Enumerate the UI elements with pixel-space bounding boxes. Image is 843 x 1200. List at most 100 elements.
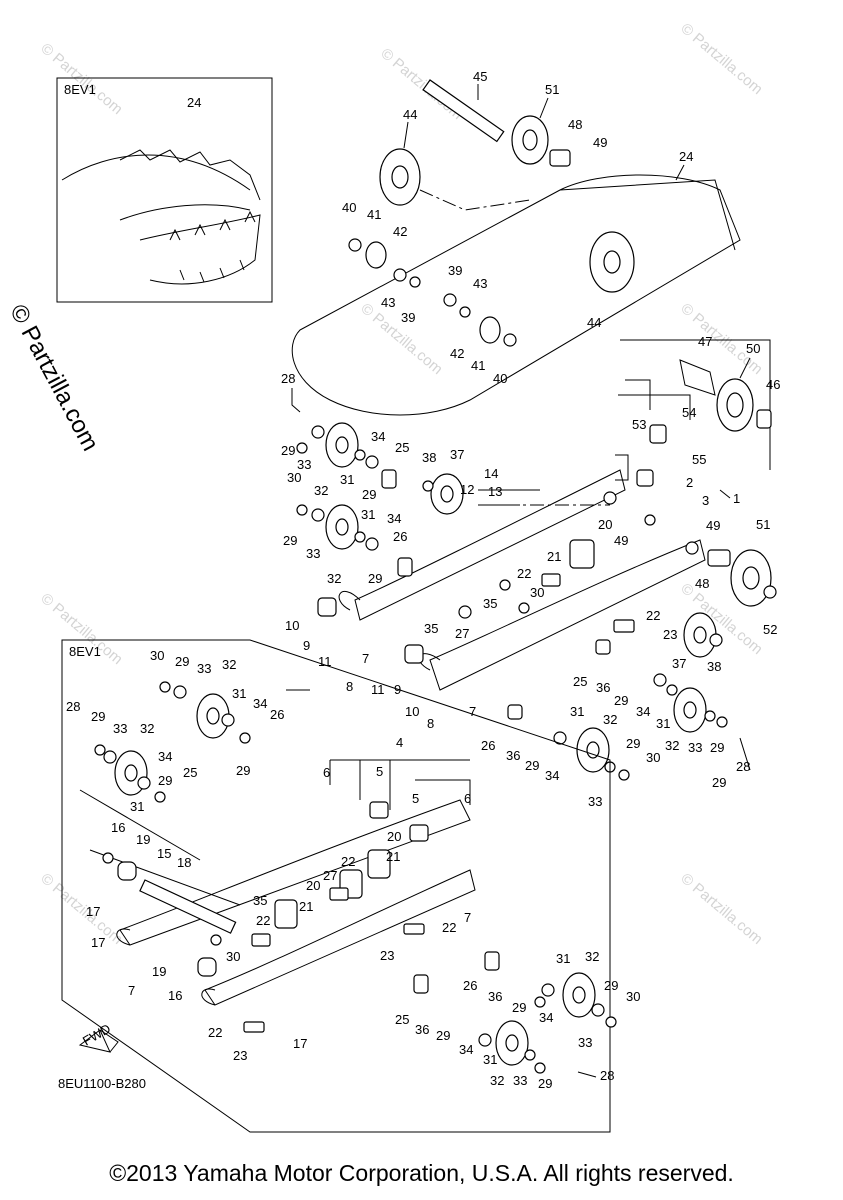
callout: 20 <box>387 829 401 844</box>
callout: 35 <box>253 893 267 908</box>
callout: 22 <box>517 566 531 581</box>
idler-wheels <box>348 79 635 347</box>
callout: 5 <box>376 764 383 779</box>
callout: 7 <box>362 651 369 666</box>
callout: 39 <box>401 310 415 325</box>
callout: 10 <box>405 704 419 719</box>
callout: 33 <box>588 794 602 809</box>
callout: 9 <box>394 682 401 697</box>
callout: 11 <box>371 682 385 697</box>
callout: 40 <box>493 371 507 386</box>
callout: 42 <box>393 224 407 239</box>
callout: 41 <box>471 358 485 373</box>
slide-rails <box>338 469 706 691</box>
callout: 28 <box>600 1068 614 1083</box>
callout: 30 <box>287 470 301 485</box>
callout: 32 <box>140 721 154 736</box>
callout: 30 <box>530 585 544 600</box>
callout: 29 <box>281 443 295 458</box>
callout: 7 <box>464 910 471 925</box>
callout: 21 <box>547 549 561 564</box>
callout: 29 <box>91 709 105 724</box>
callout: 50 <box>746 341 760 356</box>
watermark: © Partzilla.com <box>37 40 125 118</box>
callout: 34 <box>545 768 559 783</box>
callout: 28 <box>281 371 295 386</box>
callout: 30 <box>226 949 240 964</box>
callout: 32 <box>490 1073 504 1088</box>
callout: 30 <box>626 989 640 1004</box>
callout: 51 <box>545 82 559 97</box>
callout: 25 <box>395 440 409 455</box>
callout: 32 <box>603 712 617 727</box>
callout: 32 <box>585 949 599 964</box>
callout: 12 <box>460 482 474 497</box>
callout: 22 <box>341 854 355 869</box>
callout: 29 <box>236 763 250 778</box>
callout-labels: 24 45 51 44 48 49 24 40 41 42 39 43 43 3… <box>66 69 780 1091</box>
callout: 53 <box>632 417 646 432</box>
svg-text:8EV1: 8EV1 <box>64 82 96 97</box>
inset-track-detail: 8EV1 <box>56 77 273 303</box>
callout: 21 <box>386 849 400 864</box>
callout: 43 <box>381 295 395 310</box>
callout: 49 <box>706 518 720 533</box>
svg-text:8EV1: 8EV1 <box>69 644 101 659</box>
callout: 11 <box>318 654 332 669</box>
callout: 19 <box>136 832 150 847</box>
callout: 48 <box>568 117 582 132</box>
callout: 38 <box>422 450 436 465</box>
callout: 31 <box>340 472 354 487</box>
callout: 29 <box>538 1076 552 1091</box>
callout: 24 <box>187 95 201 110</box>
callout: 6 <box>323 765 330 780</box>
callout: 33 <box>197 661 211 676</box>
callout: 29 <box>710 740 724 755</box>
callout: 16 <box>168 988 182 1003</box>
callout: 34 <box>158 749 172 764</box>
callout: 41 <box>367 207 381 222</box>
callout: 32 <box>327 571 341 586</box>
callout: 37 <box>450 447 464 462</box>
callout: 14 <box>484 466 498 481</box>
callout: 38 <box>707 659 721 674</box>
callout: 7 <box>128 983 135 998</box>
callout: 29 <box>368 571 382 586</box>
callout: 35 <box>424 621 438 636</box>
callout: 29 <box>436 1028 450 1043</box>
callout: 54 <box>682 405 696 420</box>
callout: 17 <box>86 904 100 919</box>
leader-lines <box>286 84 751 1078</box>
callout: 24 <box>679 149 693 164</box>
callout: 25 <box>395 1012 409 1027</box>
callout: 16 <box>111 820 125 835</box>
callout: 23 <box>380 948 394 963</box>
callout: 27 <box>323 868 337 883</box>
callout: 26 <box>481 738 495 753</box>
callout: 29 <box>604 978 618 993</box>
callout: 40 <box>342 200 356 215</box>
callout: 32 <box>222 657 236 672</box>
watermark: © Partzilla.com <box>677 870 765 948</box>
callout: 36 <box>596 680 610 695</box>
callout: 30 <box>150 648 164 663</box>
callout: 22 <box>208 1025 222 1040</box>
callout: 31 <box>656 716 670 731</box>
callout: 33 <box>578 1035 592 1050</box>
callout: 34 <box>636 704 650 719</box>
callout: 8 <box>346 679 353 694</box>
callout: 36 <box>506 748 520 763</box>
callout: 19 <box>152 964 166 979</box>
callout: 10 <box>285 618 299 633</box>
callout: 2 <box>686 475 693 490</box>
inset-slide-rail-detail: 8EV1 <box>61 639 617 1133</box>
callout: 26 <box>393 529 407 544</box>
callout: 31 <box>556 951 570 966</box>
callout: 29 <box>712 775 726 790</box>
callout: 32 <box>665 738 679 753</box>
callout: 39 <box>448 263 462 278</box>
callout: 25 <box>573 674 587 689</box>
callout: 34 <box>253 696 267 711</box>
callout: 22 <box>442 920 456 935</box>
rear-wheel-group <box>620 339 772 470</box>
